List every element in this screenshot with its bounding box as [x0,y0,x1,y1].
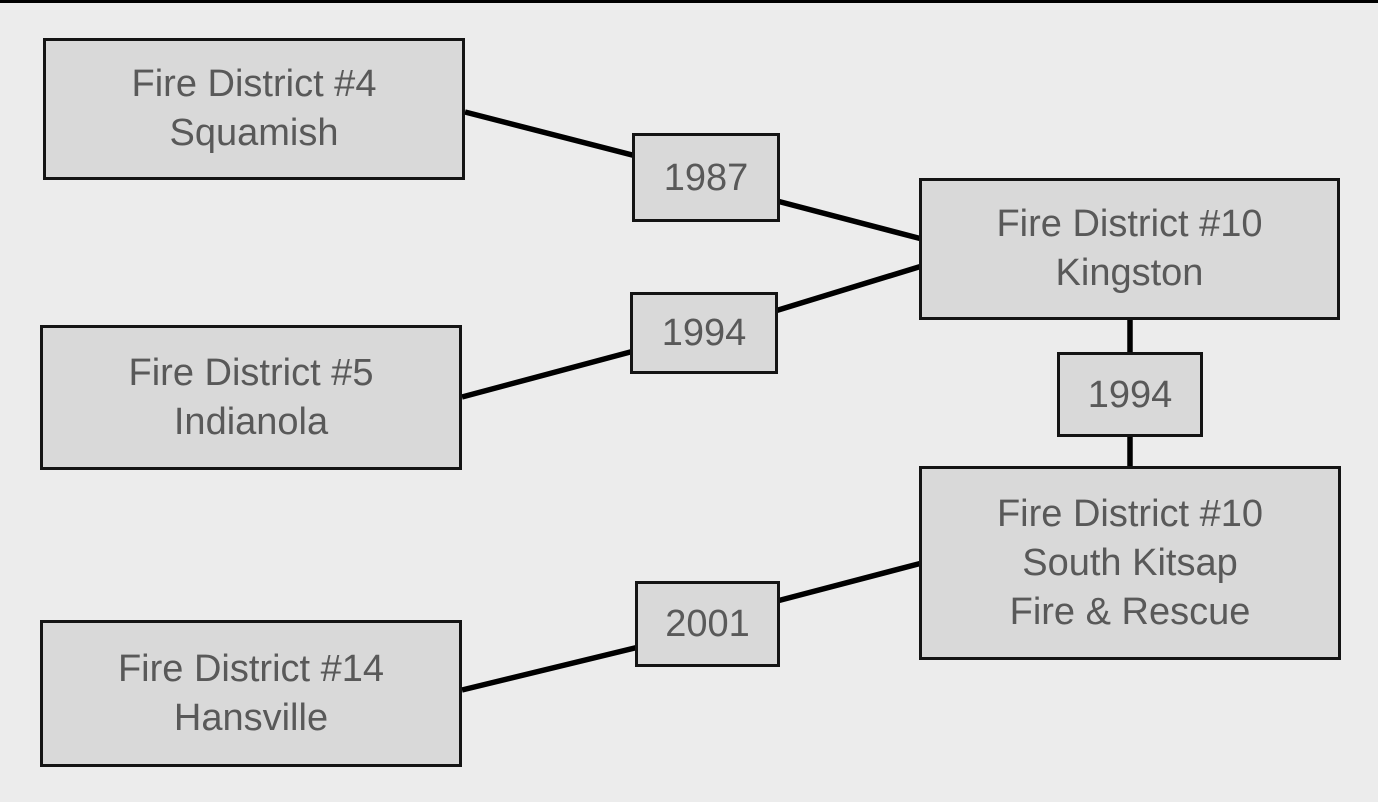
node-fire-district-14-hansville: Fire District #14 Hansville [40,620,462,767]
node-label-line: Indianola [173,400,329,443]
node-label-line: Hansville [173,696,329,739]
connector-hansville-to-2001 [461,644,640,693]
node-fire-district-10-south-kitsap: Fire District #10 South Kitsap Fire & Re… [919,466,1341,660]
node-label-line: Fire & Rescue [1009,590,1251,633]
year-label: 2001 [665,603,750,645]
node-fire-district-10-kingston: Fire District #10 Kingston [919,178,1340,320]
node-label-line: Fire District #4 [131,63,377,105]
top-border-line [0,0,1378,3]
node-fire-district-5-indianola: Fire District #5 Indianola [40,325,462,470]
connector-1994-to-kingston [774,263,923,314]
year-label: 1994 [1087,373,1173,416]
node-label-line: South Kitsap [1022,541,1238,584]
year-label: 1987 [663,156,749,199]
merge-year-2001: 2001 [635,581,780,667]
node-label-line: Fire District #5 [128,351,374,394]
connector-1987-to-kingston [776,198,923,242]
merge-year-1987: 1987 [632,133,780,222]
node-label-line: Fire District #10 [996,203,1263,245]
node-label-line: Fire District #10 [996,492,1264,535]
node-label-line: Kingston [1055,252,1204,294]
node-label-line: Fire District #14 [117,647,385,690]
merge-year-1994-indianola: 1994 [630,292,778,374]
node-fire-district-4-squamish: Fire District #4 Squamish [43,38,465,180]
merge-year-1994-kingston: 1994 [1057,352,1203,437]
year-label: 1994 [661,312,747,354]
node-label-line: Squamish [169,112,339,154]
connector-2001-to-southkitsap [776,560,923,604]
connector-indianola-to-1994 [461,348,635,400]
connector-squamish-to-1987 [464,109,637,159]
